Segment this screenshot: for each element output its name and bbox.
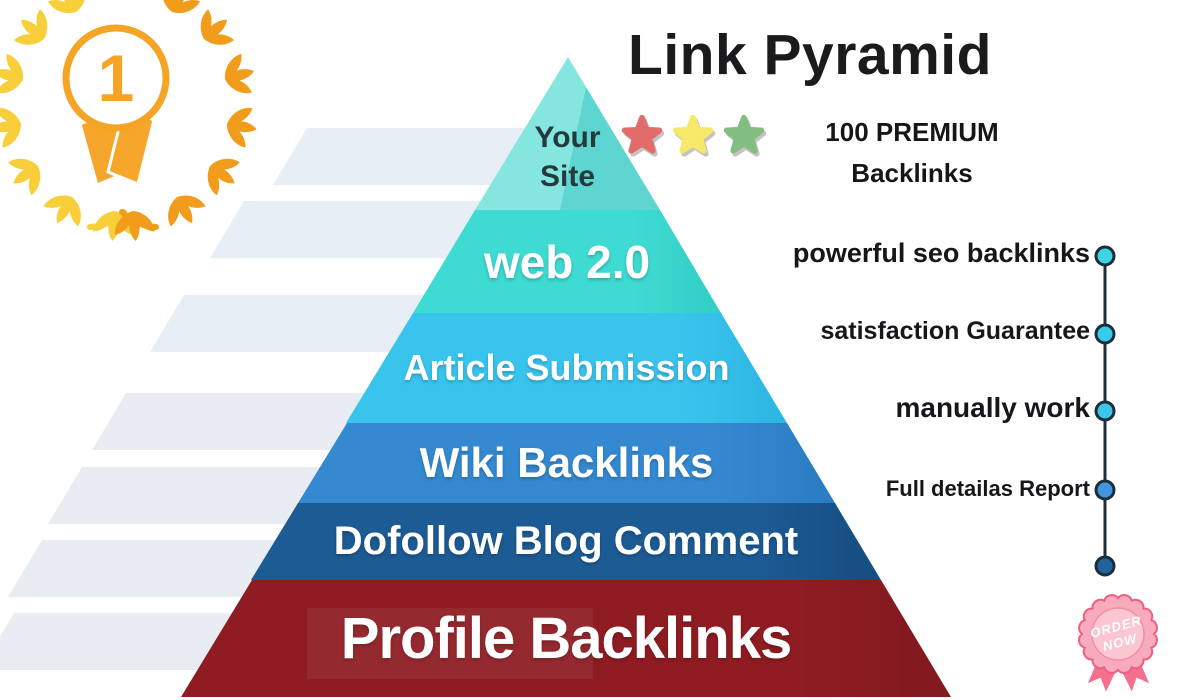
feature-timeline (1094, 245, 1116, 577)
subtitle-line1: 100 PREMIUM (825, 117, 999, 147)
timeline-dot (1094, 479, 1116, 501)
pyramid-layer-web20: web 2.0 (413, 210, 721, 313)
timeline-dot (1094, 323, 1116, 345)
rank-number: 1 (98, 41, 135, 115)
layer-label: Wiki Backlinks (419, 439, 714, 486)
subtitle-line2: Backlinks (851, 158, 973, 188)
timeline-end-dot (1094, 555, 1116, 577)
page-title: Link Pyramid (628, 23, 992, 87)
layer-label: Your Site (534, 120, 601, 193)
feature-manually-work: manually work (895, 392, 1090, 423)
feature-satisfaction-guarantee: satisfaction Guarantee (820, 317, 1090, 345)
number-one-award-icon: 1 (0, 0, 261, 243)
feature-full-details-report: Full detailas Report (885, 476, 1090, 501)
timeline-dot (1094, 245, 1116, 267)
badge-inner-circle (1091, 607, 1145, 661)
yellow-star-icon (672, 114, 714, 154)
green-star-icon (723, 114, 765, 154)
premium-backlinks-subtitle: 100 PREMIUM Backlinks (782, 112, 1042, 194)
pyramid-layer-dofollow-blog-comment: Dofollow Blog Comment (251, 503, 881, 580)
feature-powerful-seo-backlinks: powerful seo backlinks (792, 238, 1090, 268)
medal-circle (62, 24, 170, 132)
red-star-icon (621, 114, 663, 154)
timeline-dot (1094, 400, 1116, 422)
laurel-right-branch (108, 0, 261, 243)
order-now-badge[interactable]: ORDER NOW (1056, 590, 1181, 700)
pyramid-layer-wiki-backlinks: Wiki Backlinks (298, 423, 835, 503)
layer-label: web 2.0 (483, 235, 651, 288)
layer-label: Profile Backlinks (340, 606, 792, 671)
pyramid-layer-article-submission: Article Submission (346, 313, 787, 423)
layer-label: Dofollow Blog Comment (333, 519, 799, 563)
layer-label: Article Submission (403, 347, 730, 388)
pyramid-layer-profile-backlinks: Profile Backlinks (181, 580, 951, 697)
rating-stars (619, 111, 767, 161)
